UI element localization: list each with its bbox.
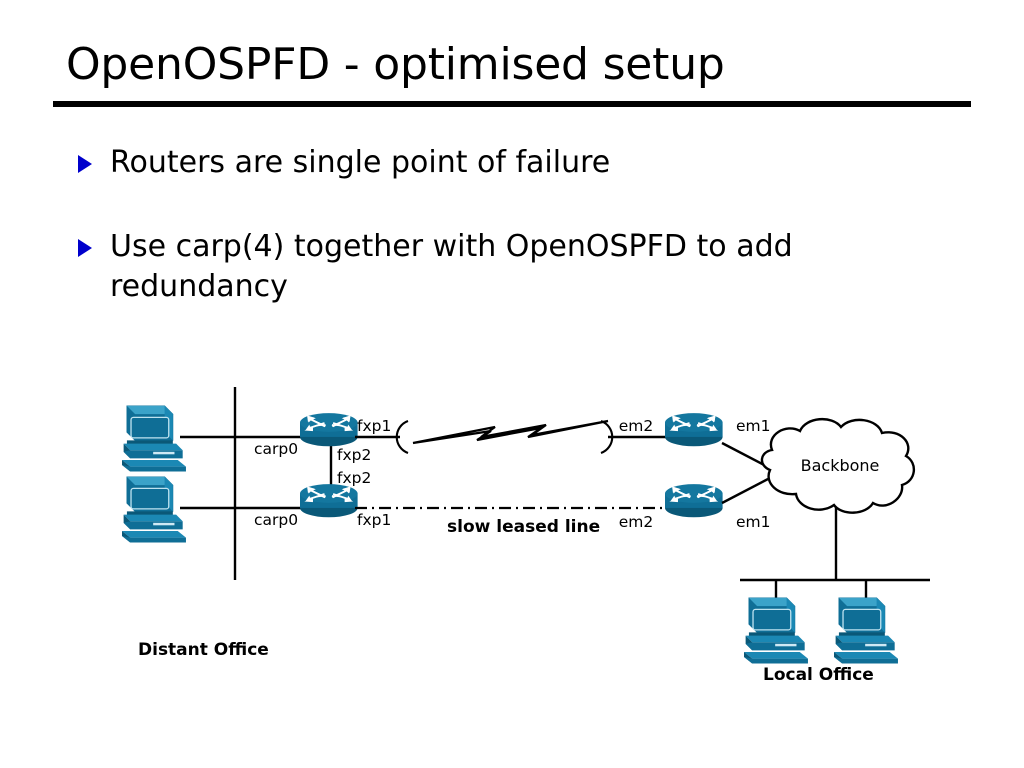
label-fxp1-top: fxp1 xyxy=(357,417,391,435)
label-carp0-top: carp0 xyxy=(254,440,298,458)
workstation-distant-1 xyxy=(121,405,187,473)
title-divider xyxy=(53,101,971,107)
triangle-bullet-icon xyxy=(78,155,92,173)
router-distant-1 xyxy=(299,412,359,448)
label-em1-bottom: em1 xyxy=(736,513,771,531)
label-local-office: Local Office xyxy=(763,665,874,685)
link-router3-backbone xyxy=(721,441,769,469)
network-diagram: Backbone carp0 carp0 fxp1 fxp2 fxp2 fxp1… xyxy=(0,355,1024,715)
bullet-list: Routers are single point of failure Use … xyxy=(74,143,914,307)
router-local-2 xyxy=(664,483,724,519)
label-em2-bottom: em2 xyxy=(619,513,654,531)
link-router4-backbone xyxy=(721,477,769,505)
label-distant-office: Distant Office xyxy=(138,640,269,660)
backbone-label: Backbone xyxy=(801,456,880,475)
serial-arc-left xyxy=(395,420,409,454)
label-carp0-bottom: carp0 xyxy=(254,511,298,529)
router-local-1 xyxy=(664,412,724,448)
lightning-bolt-icon xyxy=(412,419,609,445)
label-fxp1-bottom: fxp1 xyxy=(357,511,391,529)
bullet-text-2: Use carp(4) together with OpenOSPFD to a… xyxy=(110,228,793,304)
label-slow-leased-line: slow leased line xyxy=(447,517,600,537)
label-fxp2-bottom: fxp2 xyxy=(337,469,371,487)
label-em2-top: em2 xyxy=(619,417,654,435)
backbone-cloud xyxy=(760,418,915,514)
workstation-local-1 xyxy=(743,597,809,665)
router-distant-2 xyxy=(299,483,359,519)
triangle-bullet-icon xyxy=(78,238,92,257)
label-em1-top: em1 xyxy=(736,417,771,435)
bullet-text-1: Routers are single point of failure xyxy=(110,145,611,180)
label-fxp2-top: fxp2 xyxy=(337,446,371,464)
bullet-item-2: Use carp(4) together with OpenOSPFD to a… xyxy=(74,227,914,307)
workstation-distant-2 xyxy=(121,476,187,544)
bullet-item-1: Routers are single point of failure xyxy=(74,143,914,183)
workstation-local-2 xyxy=(833,597,899,665)
page-title: OpenOSPFD - optimised setup xyxy=(66,39,725,90)
